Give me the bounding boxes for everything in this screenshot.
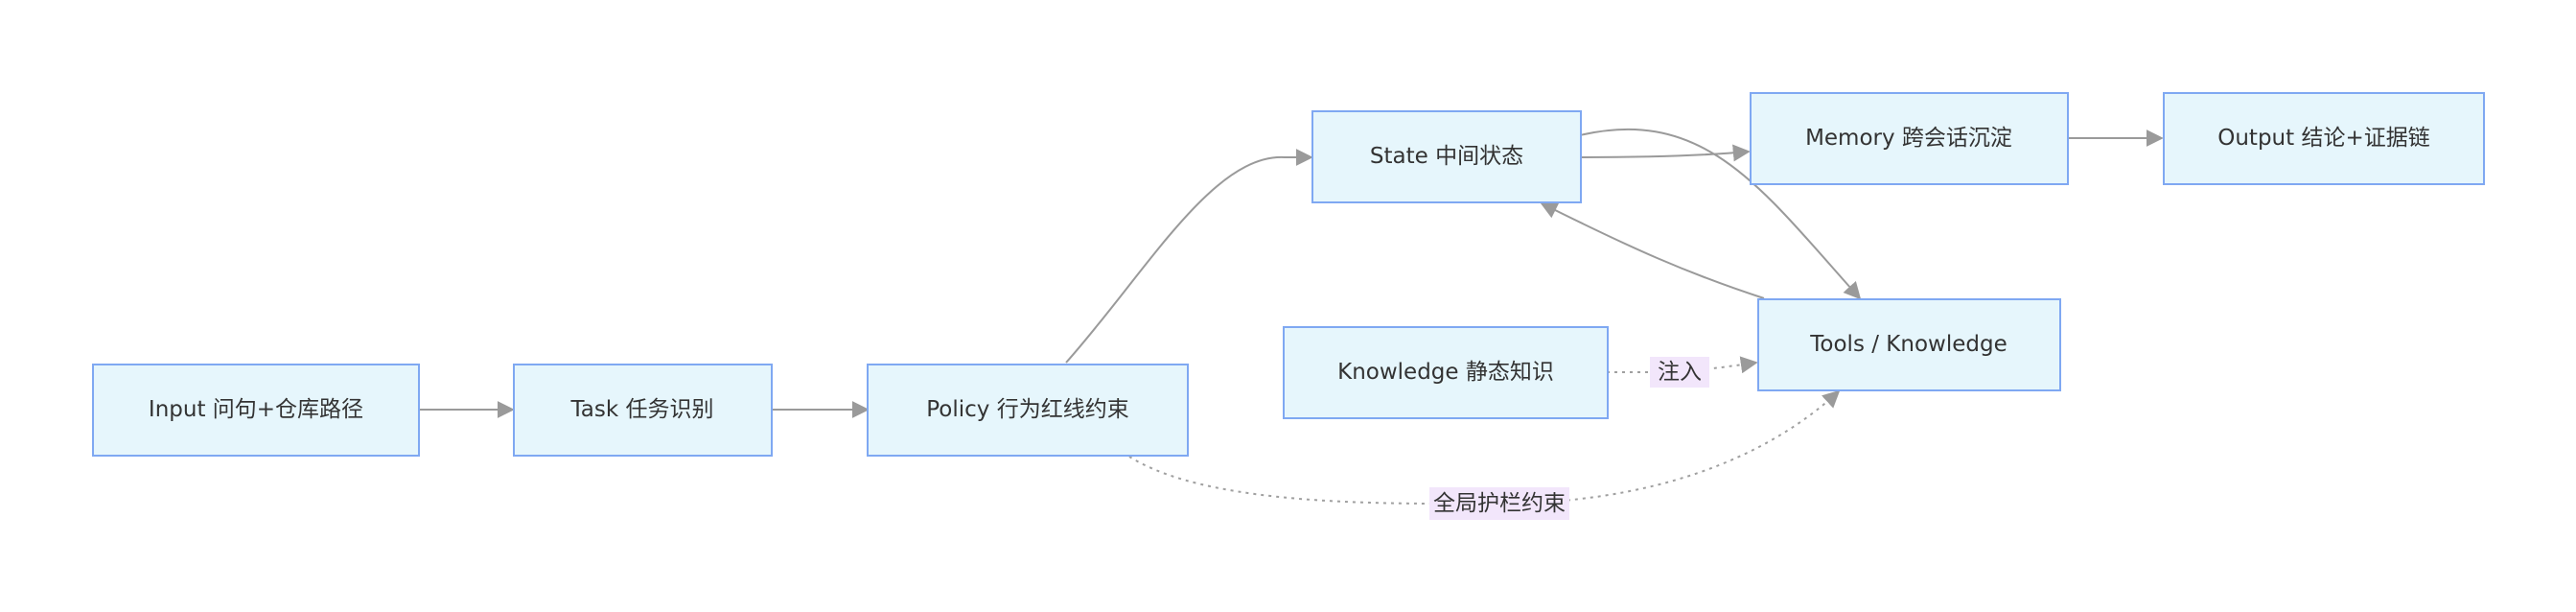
node-input[interactable]: Input 问句+仓库路径 <box>92 364 420 457</box>
node-input-label: Input 问句+仓库路径 <box>149 397 363 422</box>
node-policy-label: Policy 行为红线约束 <box>926 397 1128 422</box>
node-knowledge-box <box>1283 326 1609 419</box>
node-policy[interactable]: Policy 行为红线约束 <box>867 364 1189 457</box>
edge-state-to-tools <box>1579 128 1862 300</box>
node-output-label: Output 结论+证据链 <box>2217 126 2429 151</box>
node-knowledge-label: Knowledge 静态知识 <box>1337 360 1554 385</box>
edge-tools-to-state <box>1540 202 1765 299</box>
edge-policy-to-state <box>1065 149 1313 364</box>
node-state-label: State 中间状态 <box>1370 144 1523 169</box>
node-input-box <box>92 364 420 457</box>
node-policy-box <box>867 364 1189 457</box>
nodes: Input 问句+仓库路径 Task 任务识别 Policy 行为红线约束 St… <box>92 92 2485 457</box>
node-output[interactable]: Output 结论+证据链 <box>2163 92 2485 185</box>
edges <box>419 128 2164 505</box>
edge-label-guardrail: 全局护栏约束 <box>1429 487 1569 520</box>
edge-labels: 注入 全局护栏约束 <box>1429 357 1709 520</box>
node-memory[interactable]: Memory 跨会话沉淀 <box>1750 92 2069 185</box>
node-tools-label: Tools / Knowledge <box>1809 332 2007 357</box>
node-memory-label: Memory 跨会话沉淀 <box>1805 126 2012 151</box>
node-tools-box <box>1757 298 2061 391</box>
node-memory-box <box>1750 92 2069 185</box>
node-knowledge[interactable]: Knowledge 静态知识 <box>1283 326 1609 419</box>
edge-label-inject-text: 注入 <box>1658 360 1702 385</box>
node-state[interactable]: State 中间状态 <box>1311 110 1582 203</box>
edge-label-guardrail-text: 全局护栏约束 <box>1433 491 1566 516</box>
node-task-label: Task 任务识别 <box>570 397 714 422</box>
node-task-box <box>513 364 773 457</box>
edge-label-inject-bg <box>1650 357 1709 388</box>
node-task[interactable]: Task 任务识别 <box>513 364 773 457</box>
edge-label-inject: 注入 <box>1650 357 1709 388</box>
node-output-box <box>2163 92 2485 185</box>
node-state-box <box>1311 110 1582 203</box>
edge-label-guardrail-bg <box>1429 487 1569 520</box>
node-tools[interactable]: Tools / Knowledge <box>1757 298 2061 391</box>
edge-state-to-memory <box>1579 144 1751 162</box>
